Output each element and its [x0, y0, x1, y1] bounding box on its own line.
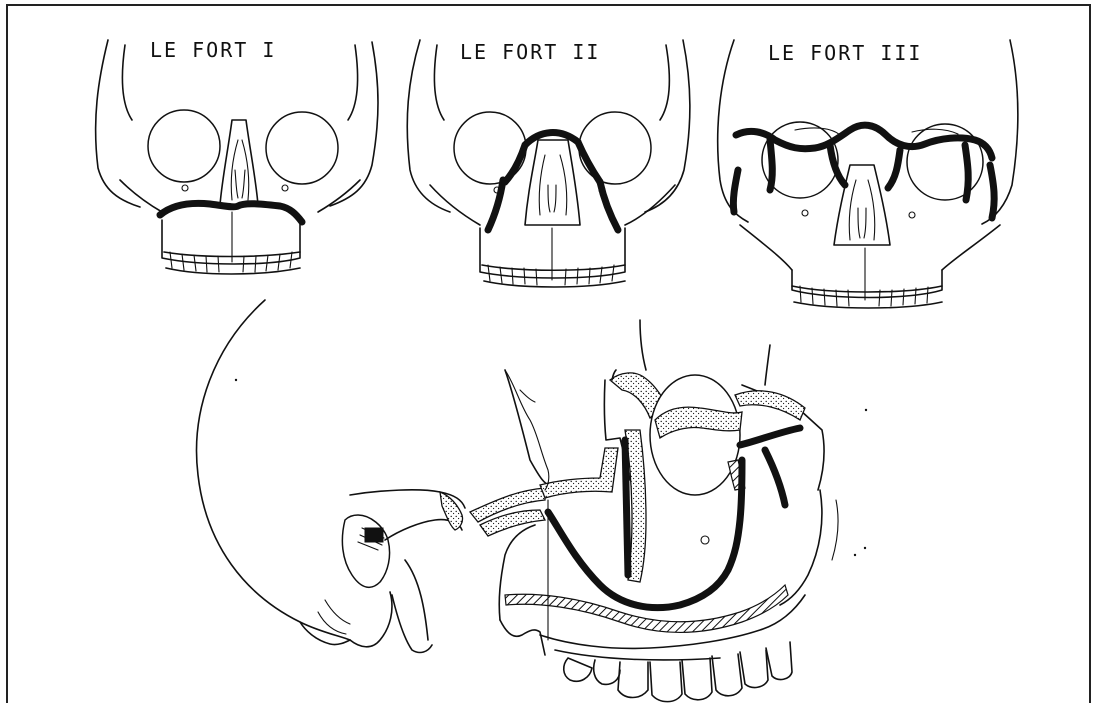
skull-le-fort-1: [96, 40, 378, 274]
lateral-skull-view: [197, 300, 868, 702]
skull-le-fort-2: [407, 40, 690, 287]
skull-le-fort-3: [718, 40, 1018, 308]
